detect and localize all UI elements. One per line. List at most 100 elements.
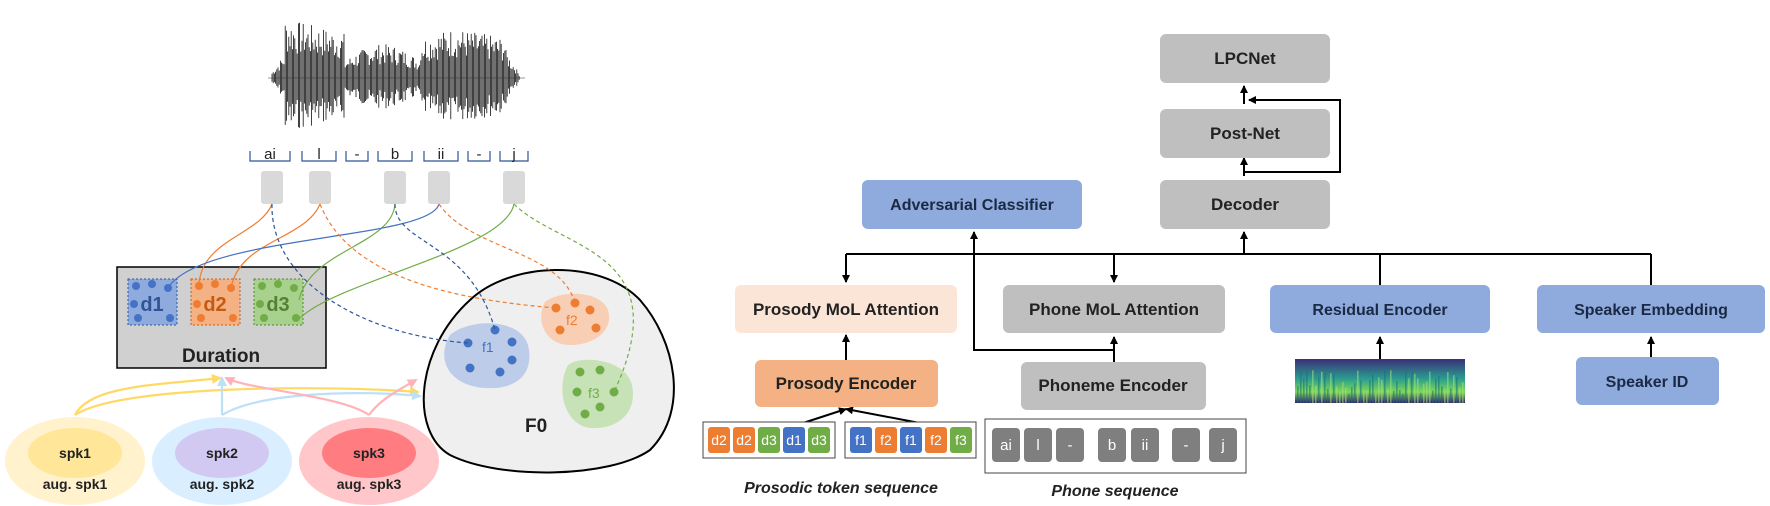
speaker-spk1-aug: aug. spk1 (43, 476, 108, 492)
spectrogram-stripe (1390, 370, 1392, 403)
block-phone-mol-attention: Phone MoL Attention (1003, 285, 1225, 333)
block-lpcnet-label: LPCNet (1214, 49, 1276, 68)
f0-cluster-f3-shape (562, 359, 633, 429)
speaker-spk2-aug: aug. spk2 (190, 476, 255, 492)
block-phoneme-encoder-label: Phoneme Encoder (1038, 376, 1188, 395)
f0-token: f2 (875, 427, 897, 453)
spectrogram-stripe (1426, 381, 1428, 403)
spectrogram-stripe (1456, 376, 1458, 403)
spectrogram-stripe (1315, 385, 1317, 403)
token-box-1 (261, 171, 283, 204)
phone-sequence-caption: Phone sequence (1051, 483, 1178, 500)
phoneme-label-j-text: j (511, 146, 515, 163)
speaker-spk3-aug: aug. spk3 (337, 476, 402, 492)
spectrogram-stripe (1327, 388, 1329, 403)
block-lpcnet: LPCNet (1160, 34, 1330, 83)
phoneme-label-ii: ii (423, 146, 459, 163)
block-phone-mol-attention-label: Phone MoL Attention (1029, 300, 1199, 319)
spectrogram-stripe (1306, 369, 1308, 403)
phone-token-text: b (1108, 437, 1116, 454)
spectrogram-stripe (1312, 370, 1314, 403)
block-prosody-encoder: Prosody Encoder (755, 360, 938, 407)
duration-token-text: d2 (736, 432, 752, 448)
spectrogram-stripe (1336, 386, 1338, 403)
spectrogram-stripe (1351, 386, 1353, 403)
phoneme-label-dash-2: - (467, 146, 491, 163)
spectrogram-stripe (1435, 379, 1437, 403)
spectrogram-stripe (1372, 374, 1374, 403)
token-to-f0-links (271, 203, 634, 393)
phoneme-label-ii-text: ii (438, 146, 445, 163)
block-prosody-encoder-label: Prosody Encoder (776, 374, 917, 393)
spectrogram-stripe (1417, 378, 1419, 403)
block-prosody-mol-attention: Prosody MoL Attention (735, 285, 957, 333)
phone-token: - (1172, 428, 1200, 462)
spectrogram-stripe (1429, 371, 1431, 403)
speaker-arrows (74, 373, 422, 416)
spectrogram-stripe (1402, 394, 1404, 403)
speaker-spk3-inner (322, 428, 416, 478)
phone-token: - (1056, 428, 1084, 462)
phone-token: ii (1131, 428, 1159, 462)
f0-cluster-f2-label: f2 (566, 312, 578, 328)
phone-token: ai (992, 428, 1020, 462)
right-panel: LPCNet Post-Net Decoder Adversarial Clas… (702, 34, 1765, 500)
phoneme-label-dash-1: - (345, 146, 369, 163)
spectrogram-stripe (1384, 370, 1386, 403)
speaker-spk1: spk1 aug. spk1 (5, 417, 145, 505)
block-speaker-id-label: Speaker ID (1606, 374, 1689, 391)
duration-token-text: d3 (761, 432, 777, 448)
phoneme-label-l: l (301, 146, 337, 163)
f0-token: f2 (925, 427, 947, 453)
f0-token: f1 (900, 427, 922, 453)
spectrogram-stripe (1318, 376, 1320, 403)
block-speaker-embedding-label: Speaker Embedding (1574, 302, 1728, 319)
spectrogram-stripe (1369, 380, 1371, 403)
phone-token-text: ii (1142, 437, 1149, 454)
spectrogram-stripe (1297, 386, 1299, 403)
token-boxes (261, 171, 525, 204)
spectrogram-stripe (1432, 390, 1434, 403)
block-prosody-mol-attention-label: Prosody MoL Attention (753, 300, 939, 319)
phone-token: j (1209, 428, 1237, 462)
f0-token-text: f1 (905, 432, 917, 448)
waveform-image (268, 22, 525, 128)
phoneme-label-dash-2-text: - (477, 146, 482, 163)
token-box-4 (428, 171, 450, 204)
duration-token-list: d2 d2 d3 d1 d3 (708, 427, 830, 453)
token-to-duration-links (167, 203, 515, 319)
phoneme-label-l-text: l (317, 146, 320, 163)
phone-token-list: ai l - b ii - j (992, 428, 1237, 462)
block-residual-encoder-label: Residual Encoder (1312, 302, 1447, 319)
duration-token-text: d2 (711, 432, 727, 448)
spectrogram-stripe (1459, 387, 1461, 403)
duration-label: Duration (182, 346, 260, 367)
phoneme-label-j: j (499, 146, 529, 163)
spectrogram-stripe (1354, 383, 1356, 403)
spectrogram-stripe (1378, 377, 1380, 403)
duration-cluster-d2-label: d2 (203, 294, 226, 316)
block-postnet-label: Post-Net (1210, 124, 1280, 143)
waveform-trace (271, 22, 520, 128)
f0-token-text: f1 (855, 432, 867, 448)
spectrogram-stripe (1330, 373, 1332, 403)
f0-label: F0 (525, 416, 547, 437)
spectrogram-stripe (1348, 394, 1350, 403)
f0-token: f3 (950, 427, 972, 453)
f0-token-text: f2 (930, 432, 942, 448)
spectrogram-stripe (1399, 390, 1401, 403)
spectrogram-stripe (1450, 388, 1452, 403)
spectrogram-stripe (1360, 380, 1362, 403)
f0-cluster-f3-label: f3 (588, 385, 600, 401)
duration-cluster-d3-label: d3 (266, 294, 289, 316)
f0-token: f1 (850, 427, 872, 453)
f0-token-list: f1 f2 f1 f2 f3 (850, 427, 972, 453)
speaker-spk2-inner (175, 428, 269, 478)
duration-token: d3 (808, 427, 830, 453)
speaker-spk3: spk3 aug. spk3 (299, 417, 439, 505)
spectrogram-stripe (1393, 390, 1395, 403)
spectrogram-stripe (1303, 377, 1305, 403)
block-postnet: Post-Net (1160, 109, 1330, 158)
phoneme-label-b: b (377, 146, 413, 163)
prosodic-token-caption: Prosodic token sequence (744, 480, 938, 497)
